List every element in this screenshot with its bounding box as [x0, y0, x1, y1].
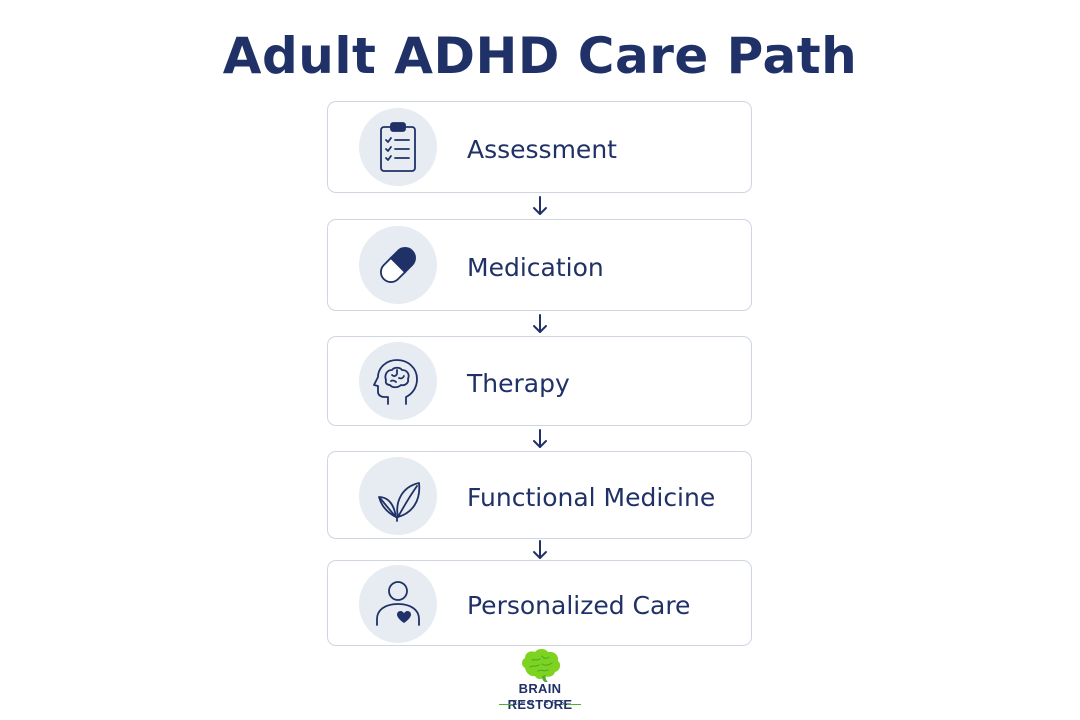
- page-title: Adult ADHD Care Path: [222, 27, 858, 85]
- down-arrow-icon: [530, 428, 550, 450]
- icon-background: [359, 226, 437, 304]
- icon-background: [359, 457, 437, 535]
- clipboard-checklist-icon: [380, 122, 416, 172]
- capsule-pill-icon: [380, 247, 416, 283]
- step-label: Personalized Care: [467, 591, 691, 620]
- brain-logo-icon: [522, 649, 561, 682]
- step-therapy: Therapy: [327, 336, 752, 426]
- brand-logo: BRAIN RESTORE CENTERS: [490, 648, 590, 714]
- brain-head-icon: [373, 359, 418, 405]
- logo-divider: [567, 704, 581, 705]
- step-label: Medication: [467, 253, 604, 282]
- step-label: Assessment: [467, 135, 617, 164]
- icon-background: [359, 342, 437, 420]
- logo-subtitle: CENTERS: [512, 700, 568, 707]
- step-functional-medicine: Functional Medicine: [327, 451, 752, 539]
- person-heart-icon: [376, 581, 420, 626]
- down-arrow-icon: [530, 539, 550, 561]
- step-medication: Medication: [327, 219, 752, 311]
- step-assessment: Assessment: [327, 101, 752, 193]
- icon-background: [359, 108, 437, 186]
- step-personalized-care: Personalized Care: [327, 560, 752, 646]
- logo-subtitle-row: CENTERS: [490, 698, 590, 710]
- step-label: Therapy: [467, 369, 570, 398]
- down-arrow-icon: [530, 313, 550, 335]
- logo-divider: [499, 704, 513, 705]
- icon-background: [359, 565, 437, 643]
- logo-name: BRAIN RESTORE: [507, 681, 573, 712]
- leaves-icon: [378, 482, 421, 522]
- step-label: Functional Medicine: [467, 483, 716, 512]
- down-arrow-icon: [530, 195, 550, 217]
